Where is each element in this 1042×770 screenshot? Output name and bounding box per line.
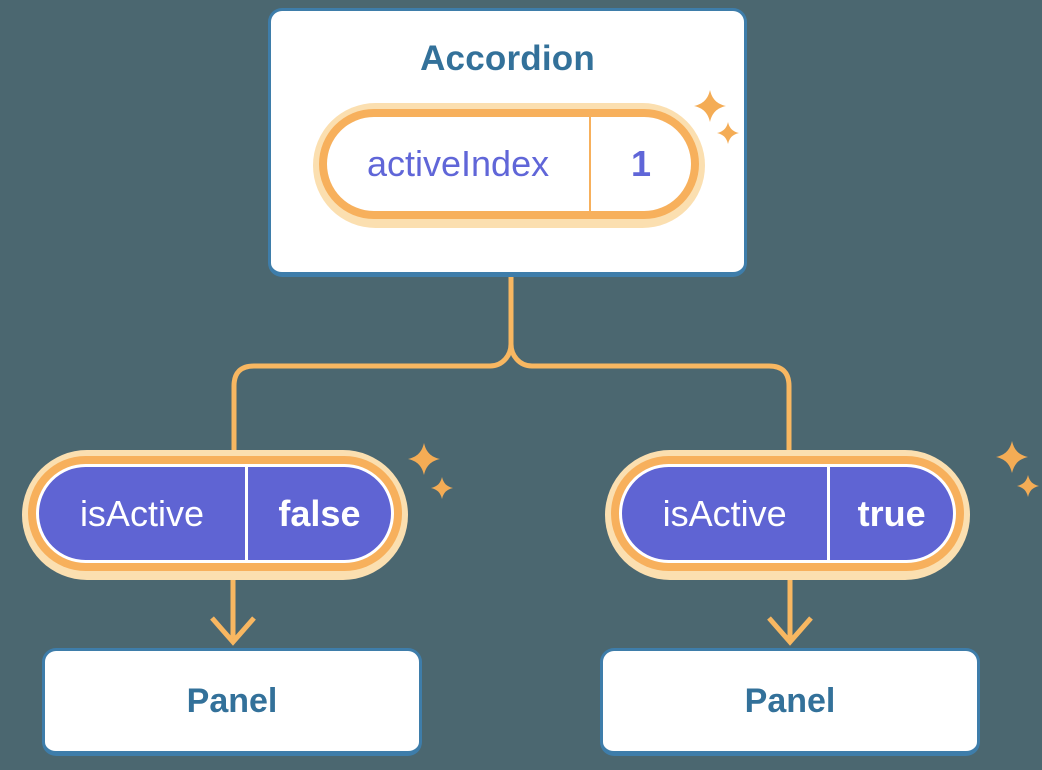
pill-divider (589, 117, 592, 211)
panel-card-left: Panel (42, 648, 422, 756)
prop-value-label: true (857, 492, 926, 534)
state-value-label: 1 (631, 143, 652, 184)
sparkle-icon (717, 122, 740, 145)
prop-pill-isactive-true: isActive true (605, 450, 970, 580)
prop-pill-body: isActive false (36, 464, 394, 563)
sparkle-icon (431, 477, 454, 500)
panel-card-right: Panel (600, 648, 980, 756)
prop-name-label: isActive (79, 492, 204, 534)
sparkle-icon (408, 443, 440, 475)
state-pill-ring: activeIndex 1 (319, 109, 699, 219)
sparkle-icon (1017, 475, 1040, 498)
panel-label: Panel (744, 681, 836, 720)
prop-pill-isactive-false: isActive false (22, 450, 408, 580)
prop-pill-body: isActive true (619, 464, 956, 563)
state-name-label: activeIndex (366, 143, 550, 184)
pill-divider (827, 467, 831, 560)
prop-name-label: isActive (662, 492, 787, 534)
connector-right-branch (508, 343, 792, 455)
sparkle-icon (694, 90, 726, 122)
arrow-down-icon-left (210, 580, 256, 646)
prop-value-label: false (278, 492, 361, 534)
prop-pill-ring: isActive true (611, 456, 964, 571)
panel-label: Panel (186, 681, 278, 720)
sparkle-icon (996, 441, 1028, 473)
state-pill-body: activeIndex 1 (327, 117, 691, 211)
arrow-down-icon-right (767, 580, 813, 646)
accordion-card-title: Accordion (420, 39, 595, 78)
state-pill-activeindex: activeIndex 1 (313, 103, 705, 228)
pill-divider (244, 467, 248, 560)
prop-pill-ring: isActive false (28, 456, 402, 571)
